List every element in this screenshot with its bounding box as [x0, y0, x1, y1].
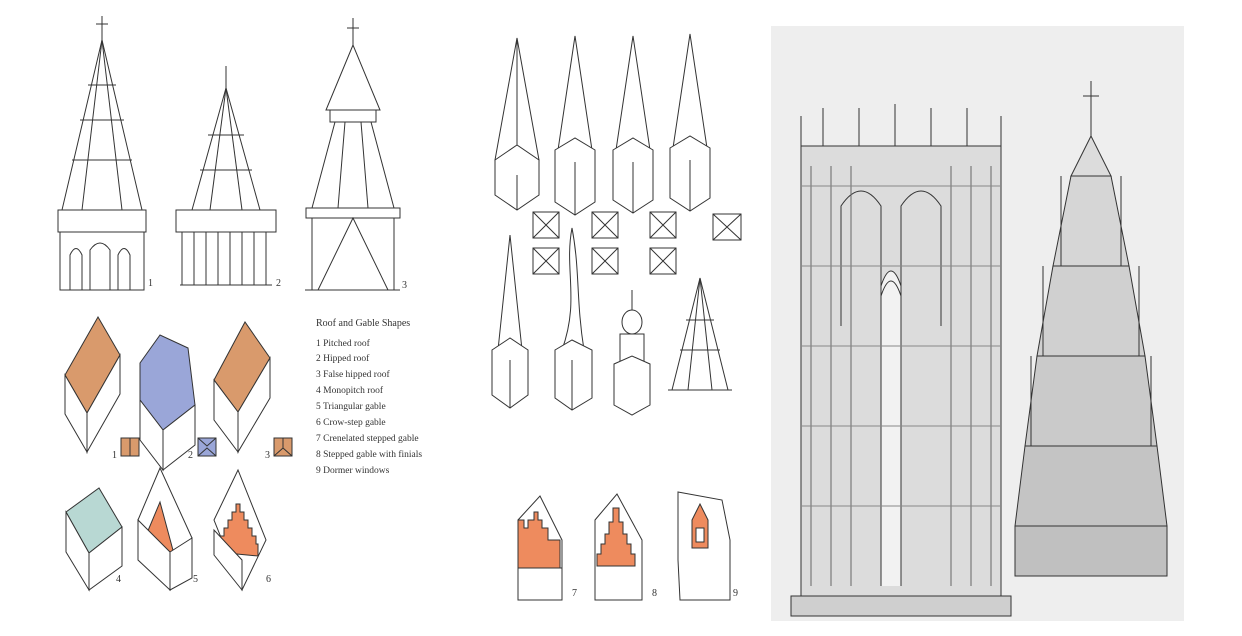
spire-bottom-3 — [613, 290, 651, 416]
legend-item: 2 Hipped roof — [316, 354, 370, 365]
figure-label-gable-8: 8 — [652, 588, 657, 599]
dormer-windows-house — [677, 491, 731, 601]
legend-item: 9 Dormer windows — [316, 465, 390, 476]
monopitch-roof-house — [65, 487, 123, 592]
spire-bottom-4 — [668, 277, 732, 391]
spire-top-4 — [669, 33, 711, 212]
legend-item: 1 Pitched roof — [316, 338, 370, 349]
gothic-tower-drawing — [771, 26, 1184, 621]
roof-gable-shapes-panel: 1 2 3 1 2 3 4 5 6 Roof and Gable Shapes … — [0, 0, 480, 636]
figure-label-gable-7: 7 — [572, 588, 577, 599]
spire-drawing-3 — [305, 18, 401, 291]
crow-step-gable-house — [213, 468, 267, 592]
triangular-gable-house — [137, 466, 193, 592]
false-hipped-roof-house — [213, 321, 271, 454]
legend-item: 8 Stepped gable with finials — [316, 449, 423, 460]
figure-label-gable-5: 5 — [193, 574, 198, 585]
legend-item: 5 Triangular gable — [316, 402, 386, 412]
spire-plan-diagrams — [532, 211, 742, 275]
spire-top-1 — [494, 37, 540, 211]
figure-label-gable-6: 6 — [266, 574, 271, 585]
spire-types-drawings — [491, 33, 742, 601]
figure-label-roof-2: 2 — [188, 450, 193, 461]
roof-gable-legend: Roof and Gable Shapes 1 Pitched roof 2 H… — [316, 318, 436, 481]
spire-bottom-1 — [491, 234, 529, 409]
legend-item: 7 Crenelated stepped gable — [316, 433, 419, 444]
hipped-roof-house — [139, 334, 196, 472]
figure-label-dormer-9: 9 — [733, 588, 738, 599]
tower-facade — [790, 104, 1012, 617]
spire-drawing-1 — [57, 16, 147, 291]
figure-label-2: 2 — [276, 278, 281, 289]
figure-label-1: 1 — [148, 278, 153, 289]
gothic-tower-engraving — [771, 26, 1184, 621]
figure-label-roof-1: 1 — [112, 450, 117, 461]
figure-label-roof-4: 4 — [116, 574, 121, 585]
legend-item: 4 Monopitch roof — [316, 386, 384, 397]
figure-label-roof-3: 3 — [265, 450, 270, 461]
spire-top-3 — [612, 35, 654, 214]
legend-title: Roof and Gable Shapes — [316, 318, 411, 329]
stepped-gable-with-finials-house — [594, 493, 643, 601]
spire-bottom-2 — [554, 227, 593, 411]
legend-item: 6 Crow-step gable — [316, 417, 386, 428]
legend-item: 3 False hipped roof — [316, 370, 390, 381]
figure-label-3: 3 — [402, 280, 407, 291]
spire-and-roof-drawings — [57, 16, 401, 592]
pitched-roof-house — [64, 315, 121, 454]
spire-types-panel: 7 8 9 — [480, 0, 770, 636]
crenelated-stepped-gable-house — [517, 495, 563, 601]
tower-spire-elevation — [1014, 81, 1168, 577]
spire-drawing-2 — [175, 66, 277, 286]
spire-top-2 — [554, 35, 596, 216]
